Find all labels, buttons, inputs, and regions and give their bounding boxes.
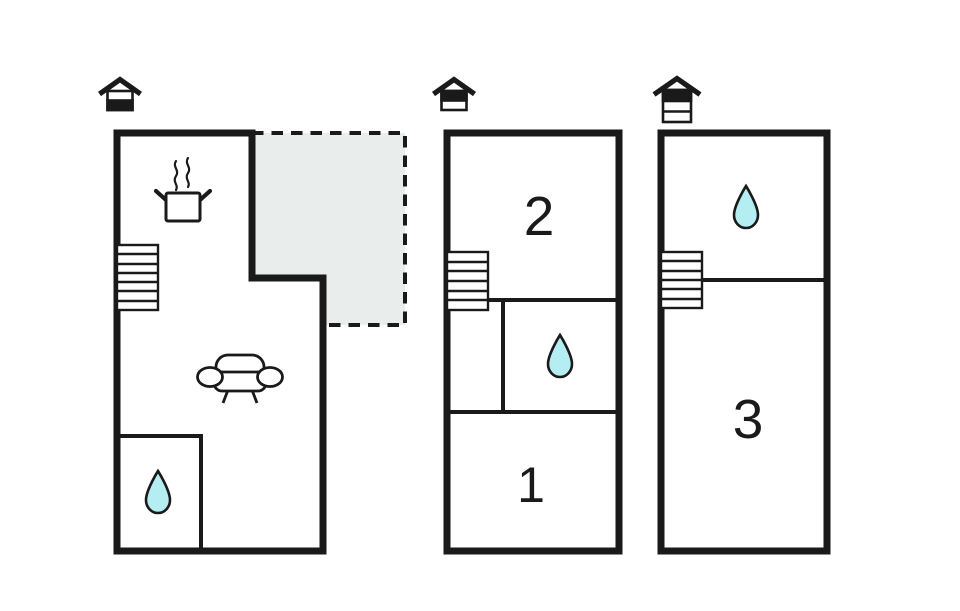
ground-floor-walls <box>113 129 327 555</box>
room-1-label: 1 <box>517 457 545 513</box>
house-top-floor-icon <box>652 75 702 124</box>
bathroom-walls <box>117 434 203 551</box>
staircase-icon <box>659 250 704 310</box>
staircase-icon <box>445 250 490 312</box>
house-ground-floor-icon <box>97 76 143 112</box>
water-drop-icon <box>732 183 760 230</box>
water-drop-icon <box>546 332 574 379</box>
room-3-label: 3 <box>733 388 764 450</box>
kitchen-pot-icon <box>153 156 213 223</box>
staircase-icon <box>115 243 160 312</box>
room-2-label: 2 <box>524 185 555 247</box>
first-floor-plan: 2 1 <box>443 129 623 555</box>
sofa-icon <box>196 353 284 404</box>
top-floor-plan: 3 <box>657 129 831 555</box>
house-first-floor-icon <box>431 76 477 112</box>
ground-floor-plan <box>113 129 407 555</box>
water-drop-icon <box>144 468 172 515</box>
first-floor-walls <box>443 129 623 555</box>
